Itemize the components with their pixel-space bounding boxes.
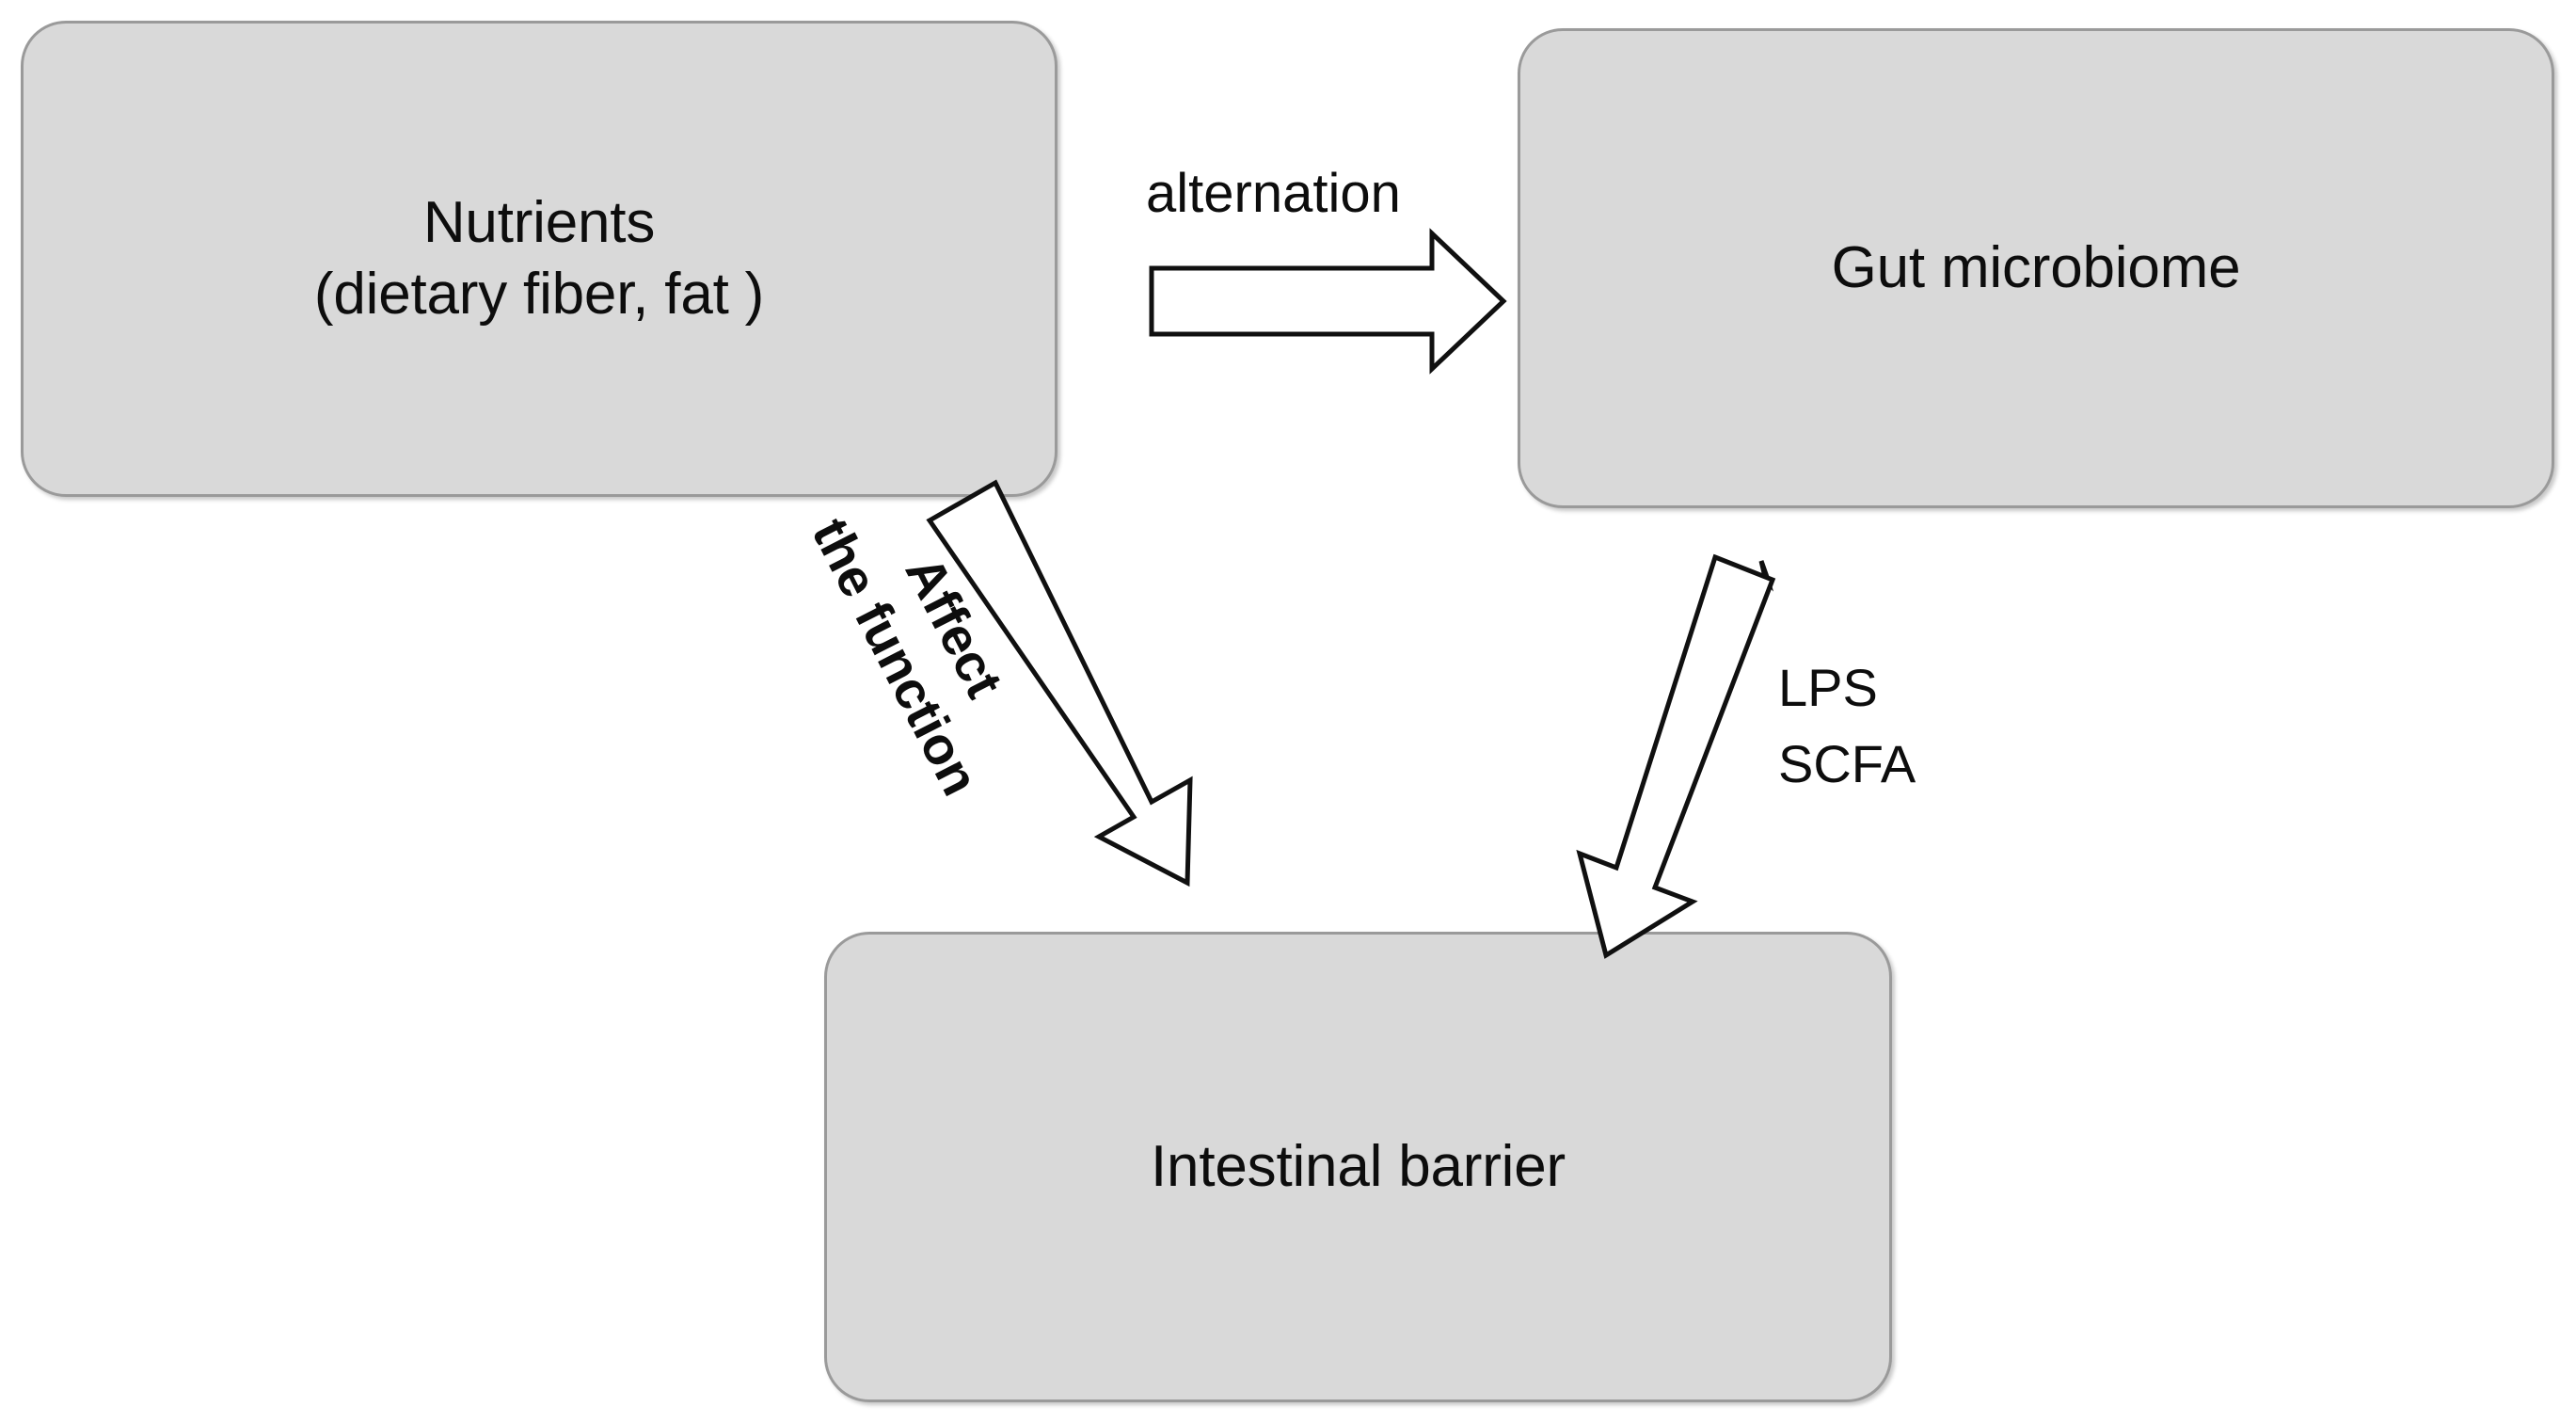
node-nutrients-label: Nutrients (dietary fiber, fat ) [313, 190, 765, 327]
arrow-gut-microbiome-to-intestinal-barrier-body [1576, 553, 1776, 959]
arrow-gut-microbiome-to-intestinal-barrier [1758, 560, 1774, 592]
edge-label-lps-scfa: LPS SCFA [1778, 658, 1916, 794]
node-gut-microbiome-label: Gut microbiome [1831, 235, 2241, 301]
edge-label-alternation: alternation [1146, 163, 1401, 224]
node-intestinal-barrier[interactable]: Intestinal barrier [824, 932, 1892, 1402]
node-intestinal-barrier-label: Intestinal barrier [1151, 1134, 1566, 1200]
node-gut-microbiome[interactable]: Gut microbiome [1518, 28, 2554, 508]
node-nutrients[interactable]: Nutrients (dietary fiber, fat ) [21, 21, 1057, 497]
arrow-nutrients-to-gut-microbiome [1149, 228, 1507, 375]
